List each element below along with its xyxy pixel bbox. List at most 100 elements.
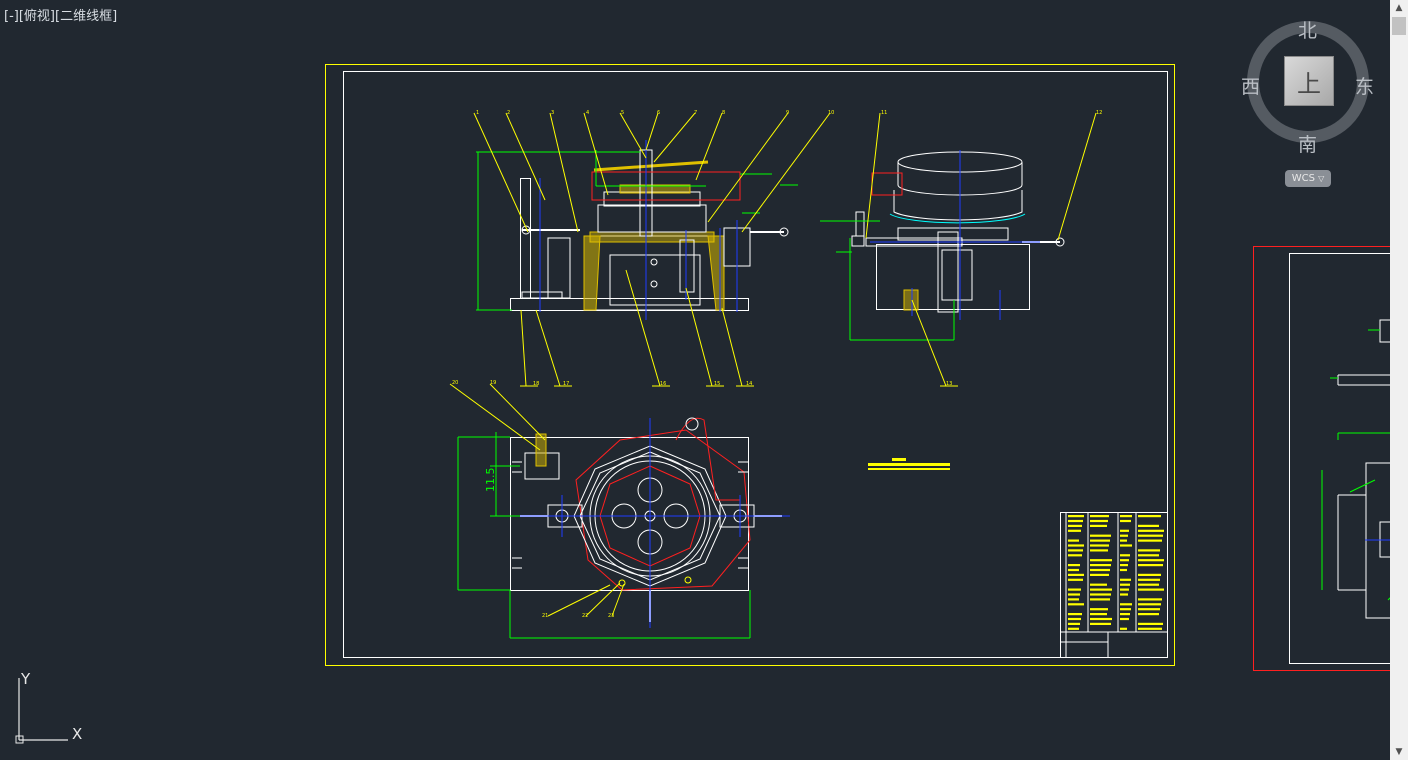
- viewcube-face-label: 上: [1297, 69, 1321, 98]
- parts-list-cell: [1090, 524, 1107, 527]
- balloon-label: 7: [694, 110, 697, 116]
- front-view: [473, 112, 831, 387]
- parts-list-cell: [1068, 515, 1084, 518]
- balloon-label: 17: [563, 381, 569, 387]
- parts-list-cell: [1138, 588, 1164, 591]
- parts-list-cell: [1068, 603, 1084, 606]
- parts-list-cell: [1138, 613, 1159, 616]
- parts-list-cell: [1090, 613, 1107, 616]
- viewcube-east[interactable]: 东: [1355, 76, 1375, 98]
- balloon-label: 5: [621, 110, 624, 116]
- parts-list-cell: [1120, 564, 1128, 567]
- parts-list-cell: [1068, 539, 1079, 542]
- dimension-label: 11.5: [484, 468, 497, 493]
- balloon-label: 14: [746, 381, 752, 387]
- parts-list-rows: [1068, 515, 1164, 630]
- parts-list-cell: [1068, 544, 1084, 547]
- ucs-x-label: X: [72, 725, 82, 743]
- parts-list-cell: [1138, 573, 1161, 576]
- parts-list-cell: [1120, 627, 1127, 630]
- parts-list-cell: [1138, 627, 1162, 630]
- side-view: [820, 112, 1097, 387]
- parts-list-cell: [1120, 608, 1131, 611]
- parts-list-cell: [1120, 519, 1131, 523]
- parts-list-cell: [1090, 519, 1108, 523]
- parts-list-cell: [1090, 598, 1110, 601]
- parts-list-cell: [1090, 539, 1110, 542]
- parts-list-cell: [1120, 603, 1132, 606]
- parts-list-cell: [1068, 588, 1081, 591]
- balloon-label: 13: [946, 381, 952, 387]
- balloon-label: 2: [507, 110, 510, 116]
- balloon-label: 15: [714, 381, 720, 387]
- technical-notes: [868, 458, 950, 470]
- parts-list-cell: [1068, 549, 1083, 552]
- viewcube[interactable]: 北 南 西 东 上: [1238, 10, 1378, 160]
- balloon-label: 22: [582, 613, 588, 619]
- scroll-up-button[interactable]: ▲: [1390, 0, 1408, 16]
- parts-list-cell: [1120, 617, 1129, 621]
- parts-list-cell: [1138, 578, 1160, 581]
- parts-list-cell: [1090, 515, 1109, 518]
- parts-list-cell: [1090, 534, 1111, 537]
- viewcube-north[interactable]: 北: [1298, 20, 1318, 42]
- arrow-down-icon: ▼: [1395, 747, 1403, 757]
- parts-list-cell: [1138, 549, 1160, 552]
- wcs-menu-button[interactable]: WCS ▽: [1285, 170, 1331, 187]
- parts-list-cell: [1138, 539, 1162, 542]
- balloon-label: 12: [1096, 110, 1102, 116]
- balloon-label: 19: [490, 380, 496, 386]
- parts-list-cell: [1068, 622, 1080, 625]
- viewcube-top-face[interactable]: 上: [1284, 56, 1334, 106]
- scrollbar-thumb[interactable]: [1392, 17, 1406, 35]
- balloon-label: 9: [786, 110, 789, 116]
- parts-list-cell: [1090, 568, 1110, 572]
- parts-list-cell: [1120, 588, 1129, 591]
- parts-list-cell: [1138, 608, 1160, 611]
- vertical-scrollbar[interactable]: ▲ ▼: [1390, 0, 1408, 760]
- parts-list-cell: [1138, 529, 1164, 532]
- parts-list-cell: [1120, 578, 1131, 581]
- viewcube-west[interactable]: 西: [1241, 76, 1261, 98]
- viewcube-ring[interactable]: [1238, 10, 1378, 160]
- parts-list-cell: [1090, 588, 1112, 591]
- parts-list-cell: [1090, 608, 1108, 611]
- parts-list-cell: [1068, 573, 1084, 576]
- parts-list-cell: [1090, 564, 1111, 567]
- parts-list-cell: [1138, 534, 1163, 537]
- wcs-label: WCS: [1291, 173, 1315, 184]
- parts-list-cell: [1120, 544, 1132, 547]
- parts-list-cell: [1068, 617, 1081, 621]
- balloon-label: 10: [828, 110, 834, 116]
- parts-list-cell: [1138, 622, 1163, 625]
- parts-list-cell: [1138, 559, 1164, 562]
- viewport-control-menu[interactable]: [-]: [4, 9, 19, 24]
- parts-list-cell: [1090, 544, 1109, 547]
- balloon-label: 4: [586, 110, 589, 116]
- viewport-controls: [-][俯视][二维线框]: [4, 5, 117, 24]
- ucs-y-label: Y: [20, 670, 31, 688]
- viewcube-south[interactable]: 南: [1298, 134, 1318, 156]
- scroll-down-button[interactable]: ▼: [1390, 744, 1408, 760]
- parts-list-cell: [1090, 583, 1107, 586]
- parts-list-cell: [1120, 613, 1130, 616]
- balloon-label: 21: [542, 613, 548, 619]
- second-drawing-sheet: [1253, 246, 1390, 671]
- parts-list-cell: [1138, 598, 1162, 601]
- parts-list-cell: [1068, 613, 1082, 616]
- parts-list-cell: [1138, 564, 1163, 567]
- parts-list-cell: [1138, 603, 1161, 606]
- view-menu[interactable]: [俯视]: [18, 9, 55, 24]
- visual-style-menu[interactable]: [二维线框]: [55, 9, 118, 24]
- parts-list-cell: [1068, 529, 1081, 532]
- parts-list-cell: [1120, 554, 1130, 557]
- parts-list-cell: [1068, 519, 1083, 523]
- parts-list-cell: [1068, 524, 1082, 527]
- parts-list-cell: [1120, 593, 1128, 596]
- parts-list-cell: [1120, 539, 1127, 542]
- parts-list-cell: [1068, 593, 1080, 596]
- parts-list-cell: [1090, 549, 1108, 552]
- arrow-up-icon: ▲: [1395, 3, 1403, 13]
